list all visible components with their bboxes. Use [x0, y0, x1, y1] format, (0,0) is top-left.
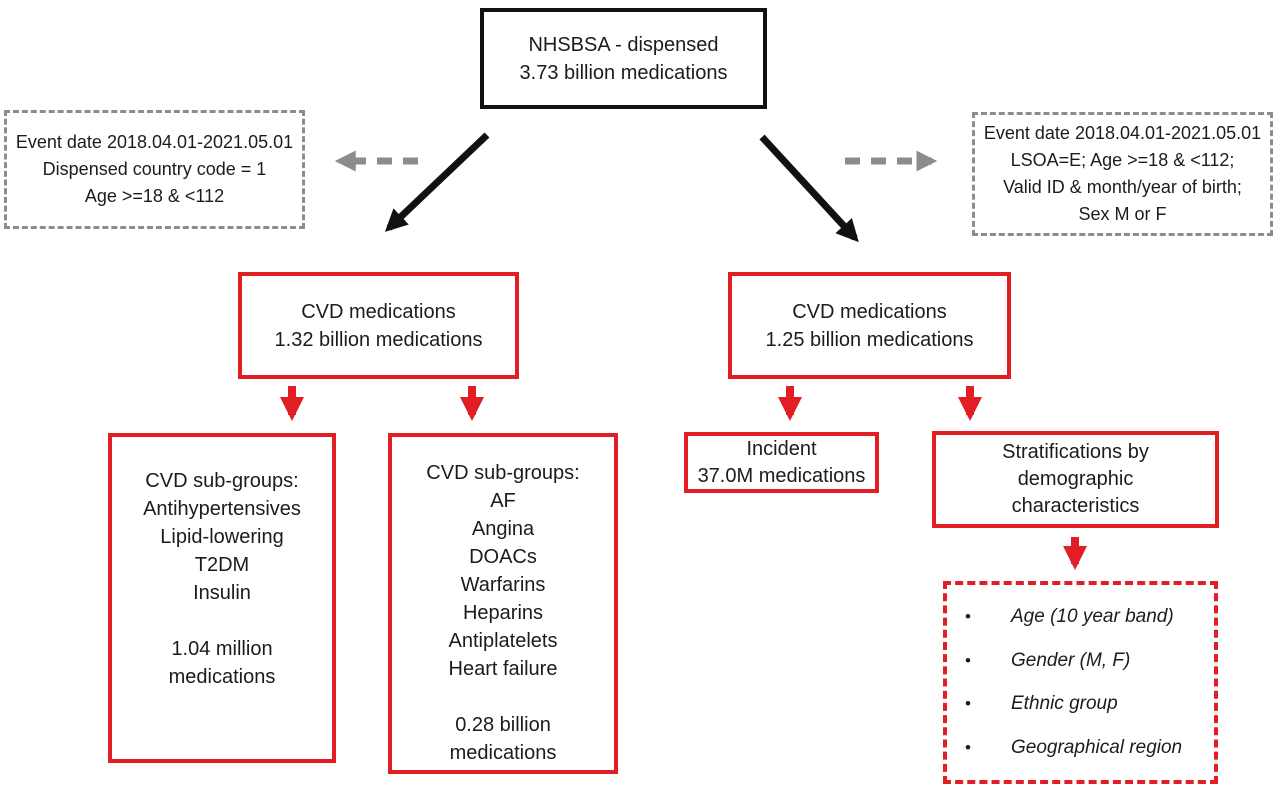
bullet-icon: • [965, 650, 971, 670]
criteria-line: LSOA=E; Age >=18 & <112; [1010, 150, 1235, 170]
list-item: • Geographical region [947, 737, 1214, 759]
list-item: • Gender (M, F) [947, 650, 1214, 672]
list-item-label: Gender (M, F) [1011, 649, 1131, 671]
cvd-subgroups-a-node: CVD sub-groups: Antihypertensives Lipid-… [108, 433, 336, 763]
cvd-medications-right-node: CVD medications 1.25 billion medications [728, 272, 1011, 379]
subgroup-line: medications [449, 742, 557, 764]
subgroup-line: Angina [471, 518, 535, 540]
source-node: NHSBSA - dispensed 3.73 billion medicati… [480, 8, 767, 109]
bullet-icon: • [965, 606, 971, 626]
criteria-line: Age >=18 & <112 [84, 186, 225, 206]
subgroup-line: T2DM [194, 554, 250, 576]
stratification-line: characteristics [1011, 495, 1140, 517]
list-item: • Age (10 year band) [947, 606, 1214, 628]
subgroup-line: Antiplatelets [448, 630, 558, 652]
subgroup-line: medications [168, 666, 276, 688]
source-line: NHSBSA - dispensed [528, 33, 719, 56]
list-item: • Ethnic group [947, 693, 1214, 715]
list-item-label: Ethnic group [1011, 693, 1118, 715]
arrow-source-to-cvd-left [384, 132, 490, 232]
arrow-source-to-cvd-right [759, 134, 859, 243]
criteria-line: Event date 2018.04.01-2021.05.01 [983, 123, 1262, 143]
subgroup-line: Warfarins [460, 574, 546, 596]
subgroup-line: Lipid-lowering [160, 526, 284, 548]
subgroup-line: DOACs [469, 546, 537, 568]
subgroup-line: Insulin [193, 582, 251, 604]
bullet-icon: • [965, 694, 971, 714]
criteria-left-node: Event date 2018.04.01-2021.05.01 Dispens… [4, 110, 305, 229]
incident-node: Incident 37.0M medications [684, 432, 879, 493]
criteria-line: Dispensed country code = 1 [42, 159, 267, 179]
cvd-line: 1.32 billion medications [274, 328, 483, 351]
subgroup-line: Antihypertensives [143, 498, 301, 520]
cvd-line: CVD medications [301, 300, 456, 323]
list-item-label: Geographical region [1011, 737, 1183, 759]
criteria-line: Event date 2018.04.01-2021.05.01 [15, 132, 294, 152]
subgroup-line: 0.28 billion [455, 714, 551, 736]
criteria-line: Sex M or F [1078, 204, 1167, 224]
source-line: 3.73 billion medications [519, 61, 728, 84]
stratifications-node: Stratifications by demographic character… [932, 431, 1219, 528]
subgroup-line: 1.04 million [171, 638, 273, 660]
bullet-icon: • [965, 738, 971, 758]
cvd-line: 1.25 billion medications [765, 328, 974, 351]
subgroup-line: Heparins [462, 602, 544, 624]
cvd-line: CVD medications [792, 300, 947, 323]
cvd-subgroups-b-node: CVD sub-groups: AF Angina DOACs Warfarin… [388, 433, 618, 774]
criteria-right-node: Event date 2018.04.01-2021.05.01 LSOA=E;… [972, 112, 1273, 236]
incident-line: 37.0M medications [697, 464, 866, 487]
subgroup-line: Heart failure [448, 658, 558, 680]
criteria-line: Valid ID & month/year of birth; [1003, 177, 1242, 197]
cvd-medications-left-node: CVD medications 1.32 billion medications [238, 272, 519, 379]
incident-line: Incident [746, 437, 817, 460]
stratification-list-node: • Age (10 year band) • Gender (M, F) • E… [943, 581, 1218, 784]
stratification-line: demographic [1017, 468, 1134, 490]
subgroup-line: CVD sub-groups: [145, 470, 299, 492]
subgroup-line: AF [490, 490, 516, 512]
stratification-line: Stratifications by [1002, 441, 1149, 463]
list-item-label: Age (10 year band) [1011, 605, 1174, 627]
subgroup-line: CVD sub-groups: [426, 462, 580, 484]
